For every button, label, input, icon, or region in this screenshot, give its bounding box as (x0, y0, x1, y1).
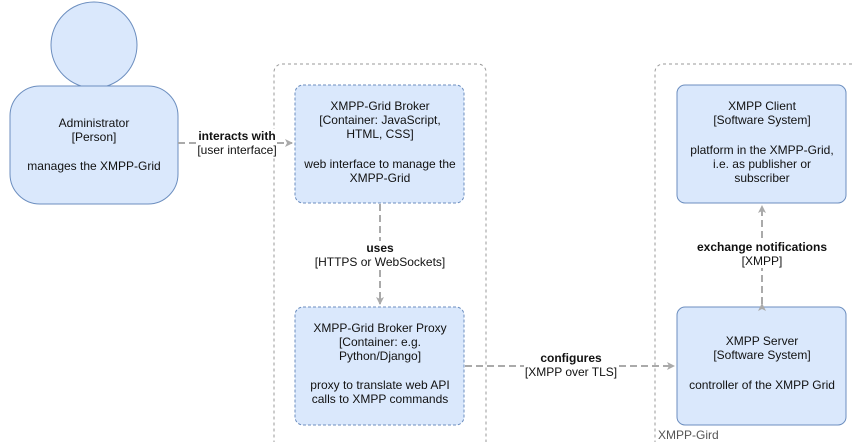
edge-title: configures (540, 351, 602, 365)
edge-interacts-with: interacts with [user interface] (178, 129, 293, 157)
proxy-line: XMPP-Grid Broker Proxy (313, 321, 446, 335)
boundary-label: XMPP-Gird (658, 428, 719, 442)
edge-tech: [user interface] (197, 143, 276, 157)
xmpp-client-system[interactable]: XMPP Client [Software System] platform i… (676, 84, 847, 204)
broker-line: HTML, CSS] (346, 127, 413, 141)
edge-label-bg (313, 241, 447, 269)
administrator-person[interactable]: Administrator [Person] manages the XMPP-… (9, 1, 179, 205)
container-boundary (273, 63, 487, 442)
client-line: [Software System] (713, 113, 810, 127)
edge-title: interacts with (198, 129, 275, 143)
edge-title: uses (366, 241, 394, 255)
person-type: [Person] (72, 130, 117, 144)
edge-exchange-notifications: exchange notifications [XMPP] (696, 205, 828, 311)
edge-configures: configures [XMPP over TLS] (465, 351, 675, 379)
proxy-line: [Container: e.g. (339, 335, 421, 349)
broker-line: XMPP-Grid (350, 171, 411, 185)
broker-line: [Container: JavaScript, (319, 113, 440, 127)
edge-label-bg (524, 351, 618, 379)
proxy-line: proxy to translate web API (310, 378, 449, 392)
server-line: XMPP Server (726, 334, 798, 348)
edge-tech: [HTTPS or WebSockets] (315, 255, 445, 269)
xmpp-grid-boundary (654, 63, 855, 442)
person-name: Administrator (59, 116, 130, 130)
broker-container[interactable]: XMPP-Grid Broker [Container: JavaScript,… (294, 84, 465, 204)
proxy-line: calls to XMPP commands (312, 392, 449, 406)
server-line: [Software System] (713, 348, 810, 362)
client-line: i.e. as publisher or (713, 157, 811, 171)
proxy-container[interactable]: XMPP-Grid Broker Proxy [Container: e.g. … (294, 306, 465, 426)
broker-line: web interface to manage the (303, 157, 456, 171)
server-box (676, 306, 847, 426)
proxy-line: Python/Django] (339, 349, 421, 363)
edge-uses: uses [HTTPS or WebSockets] (313, 204, 447, 305)
person-description: manages the XMPP-Grid (27, 159, 160, 173)
edge-tech: [XMPP over TLS] (525, 365, 617, 379)
proxy-box (294, 306, 465, 426)
client-line: XMPP Client (728, 99, 796, 113)
client-line: subscriber (734, 171, 789, 185)
edge-label-bg (696, 240, 828, 268)
server-line: controller of the XMPP Grid (689, 378, 835, 392)
edge-title: exchange notifications (697, 240, 827, 254)
person-body (9, 85, 179, 205)
broker-line: XMPP-Grid Broker (330, 99, 429, 113)
broker-box (294, 84, 465, 204)
xmpp-server-system[interactable]: XMPP Server [Software System] controller… (676, 306, 847, 426)
edge-label-bg (197, 129, 275, 157)
client-line: platform in the XMPP-Grid, (690, 143, 833, 157)
edge-tech: [XMPP] (742, 254, 783, 268)
client-box (676, 84, 847, 204)
person-head (50, 1, 138, 89)
